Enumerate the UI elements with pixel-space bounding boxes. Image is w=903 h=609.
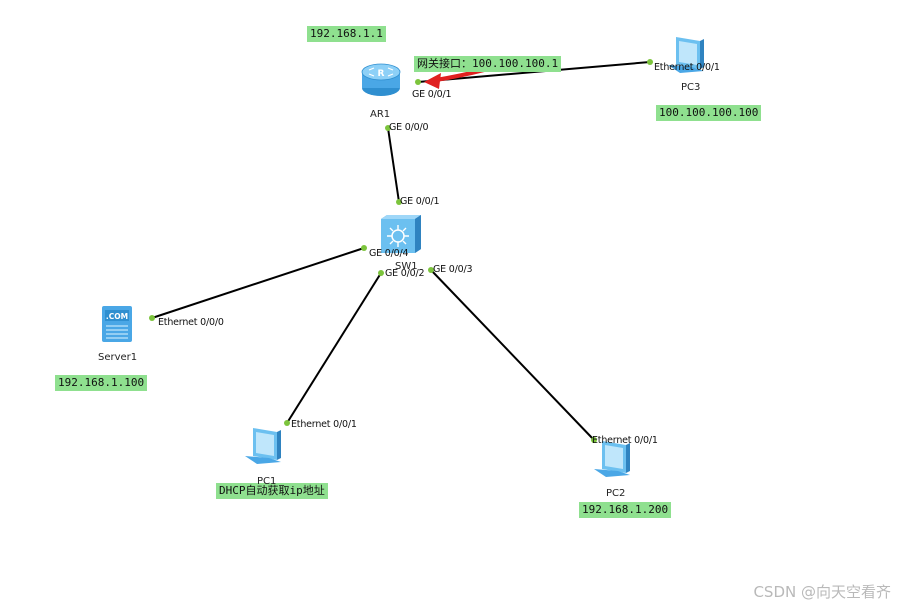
pc3-name: PC3 bbox=[681, 82, 701, 93]
pc2-ip-note[interactable]: 192.168.1.200 bbox=[579, 502, 672, 518]
router-ip-note[interactable]: 192.168.1.1 bbox=[307, 26, 386, 42]
pc-icon[interactable] bbox=[668, 37, 704, 73]
svg-text:R: R bbox=[378, 69, 385, 79]
port-label-sw1-ge002: GE 0/0/2 bbox=[385, 268, 425, 279]
port-dot bbox=[284, 420, 290, 426]
link-ar1-sw1[interactable] bbox=[387, 127, 400, 203]
port-dots bbox=[149, 59, 653, 443]
server-ip-note[interactable]: 192.168.1.100 bbox=[55, 375, 148, 391]
gateway-note-text: 网关接口：100.100.100.1 bbox=[417, 57, 559, 70]
port-label-sw1-ge001: GE 0/0/1 bbox=[400, 196, 440, 207]
port-label-pc1-eth: Ethernet 0/0/1 bbox=[291, 419, 357, 430]
server-icon[interactable]: .COM bbox=[102, 306, 132, 342]
port-label-ar1-ge000: GE 0/0/0 bbox=[389, 122, 429, 133]
port-dot bbox=[647, 59, 653, 65]
port-dot bbox=[428, 267, 434, 273]
pc-icon[interactable] bbox=[245, 428, 281, 464]
gateway-note[interactable]: 网关接口：100.100.100.1 bbox=[414, 56, 562, 72]
port-label-pc3-eth: Ethernet 0/0/1 bbox=[654, 62, 720, 73]
port-dot bbox=[415, 79, 421, 85]
link-ar1-pc3[interactable] bbox=[417, 61, 651, 83]
port-label-server-eth: Ethernet 0/0/0 bbox=[158, 317, 224, 328]
pc3-ip-note[interactable]: 100.100.100.100 bbox=[656, 105, 762, 121]
port-label-sw1-ge003: GE 0/0/3 bbox=[433, 264, 473, 275]
pc-icon[interactable] bbox=[594, 441, 630, 477]
port-dot bbox=[361, 245, 367, 251]
port-label-pc2-eth: Ethernet 0/0/1 bbox=[592, 435, 658, 446]
port-dot bbox=[149, 315, 155, 321]
pc1-ip-note[interactable]: DHCP自动获取ip地址 bbox=[216, 483, 328, 499]
pc1-name: PC1 bbox=[257, 476, 277, 487]
switch-name: SW1 bbox=[395, 261, 418, 272]
link-sw1-server1[interactable] bbox=[151, 247, 365, 319]
port-dot bbox=[378, 270, 384, 276]
port-dot bbox=[385, 125, 391, 131]
server-com-badge: .COM bbox=[106, 312, 128, 321]
router-icon[interactable]: R bbox=[361, 63, 401, 96]
router-name: AR1 bbox=[370, 109, 391, 120]
port-dot bbox=[396, 199, 402, 205]
switch-icon[interactable] bbox=[381, 215, 421, 253]
port-dot bbox=[591, 437, 597, 443]
link-sw1-pc1[interactable] bbox=[286, 272, 382, 424]
link-sw1-pc2[interactable] bbox=[430, 269, 595, 441]
port-label-ar1-ge001: GE 0/0/1 bbox=[412, 89, 452, 100]
pc2-name: PC2 bbox=[606, 488, 626, 499]
watermark: CSDN @向天空看齐 bbox=[753, 583, 891, 601]
server-name: Server1 bbox=[98, 352, 138, 363]
port-label-sw1-ge004: GE 0/0/4 bbox=[369, 248, 409, 259]
